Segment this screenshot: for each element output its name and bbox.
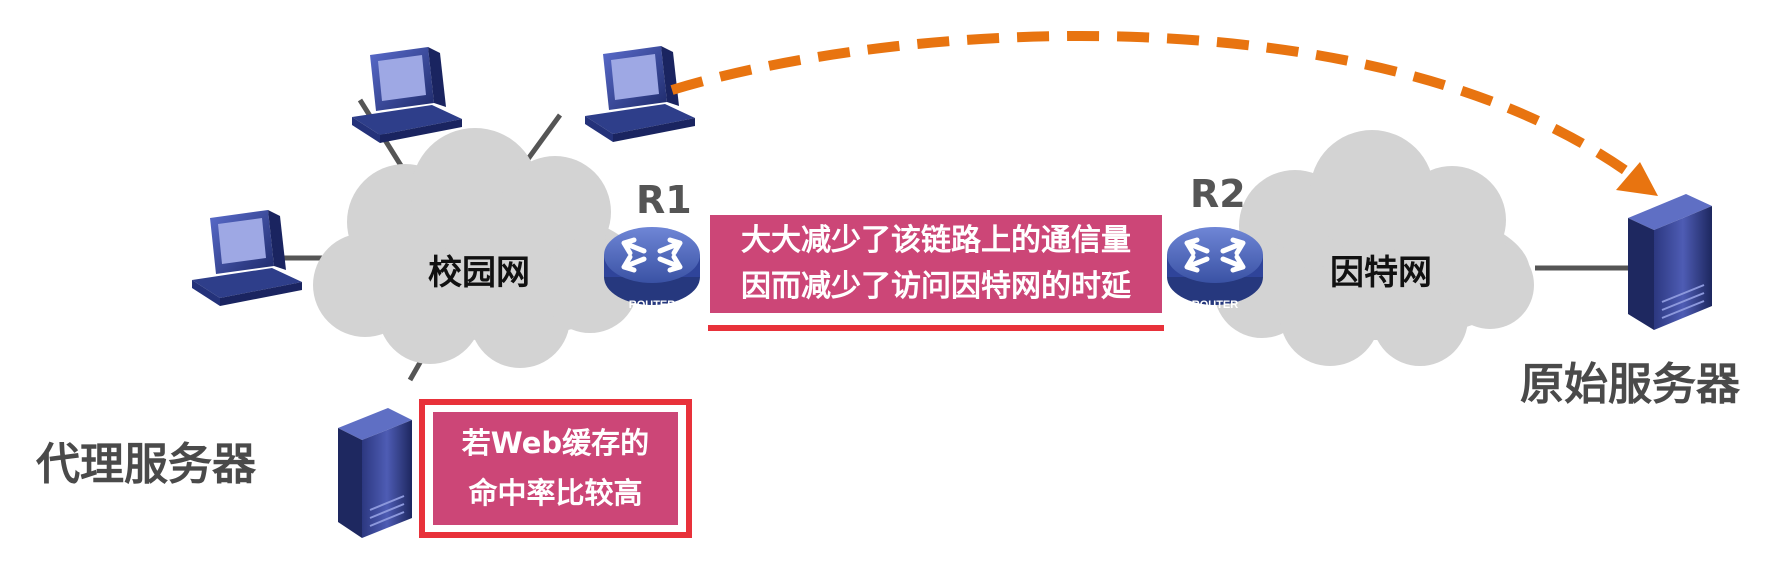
origin-server-icon	[1628, 194, 1712, 330]
router-r1-label: R1	[636, 178, 692, 222]
computer-icon-top-right	[585, 46, 695, 142]
router-r1-text: ROUTER	[629, 299, 676, 311]
origin-server-label: 原始服务器	[1520, 359, 1740, 410]
cache-hit-rate-callout: 若Web缓存的 命中率比较高	[433, 412, 678, 525]
link-callout-line2: 因而减少了访问因特网的时延	[741, 269, 1131, 304]
internet-cloud	[1214, 130, 1534, 366]
router-r1-icon	[604, 227, 700, 305]
campus-network-label: 校园网	[428, 253, 530, 293]
link-callout-line1: 大大减少了该链路上的通信量	[741, 223, 1131, 258]
internet-label: 因特网	[1330, 253, 1432, 293]
proxy-server-icon	[338, 408, 412, 538]
computer-icon-top-left	[352, 47, 462, 143]
link-traffic-callout: 大大减少了该链路上的通信量 因而减少了访问因特网的时延	[710, 215, 1162, 313]
request-arrow	[670, 31, 1658, 196]
hit-callout-line2: 命中率比较高	[468, 476, 643, 510]
router-r2-label: R2	[1190, 172, 1246, 216]
proxy-server-label: 代理服务器	[36, 439, 256, 490]
router-r2-icon	[1167, 227, 1263, 305]
router-r2-text: ROUTER	[1192, 299, 1239, 311]
hit-callout-line1: 若Web缓存的	[461, 426, 650, 460]
hit-rate-highlight-box	[419, 399, 692, 538]
